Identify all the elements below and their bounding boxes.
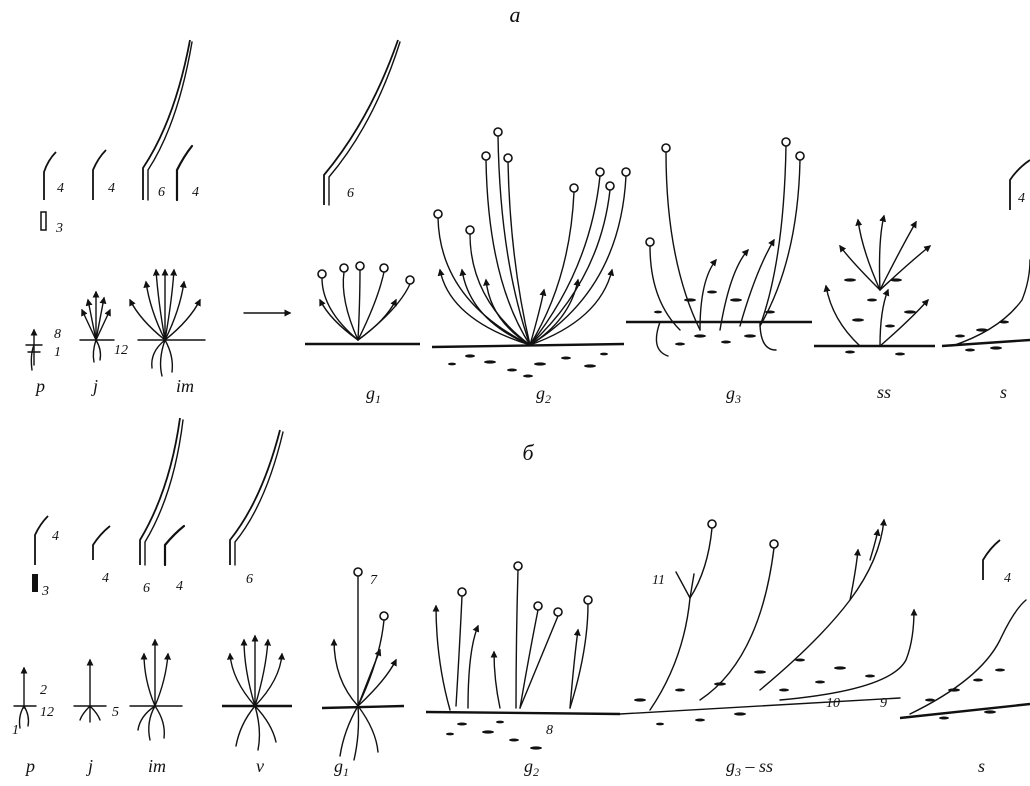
label-number: 12 — [114, 343, 128, 358]
plant-s — [900, 600, 1030, 720]
shoot-sketch: 4 — [165, 526, 184, 594]
shoot-sketch: 4 3 — [41, 152, 64, 236]
shoot-sketch: 6 — [324, 40, 400, 205]
stage-label: im — [148, 756, 166, 776]
shoot-sketch: 4 — [177, 146, 199, 200]
label-number: 3 — [55, 221, 63, 236]
label-number: 4 — [1018, 191, 1025, 206]
label-number: 4 — [102, 571, 109, 586]
plant-g1 — [305, 262, 420, 344]
plant-im — [130, 640, 182, 740]
label-number: 8 — [546, 723, 553, 738]
plant-g1: 7 — [322, 568, 404, 760]
label-number: 8 — [54, 327, 61, 342]
panel-a: а 4 3 4 6 4 — [26, 2, 1030, 406]
label-number: 1 — [12, 723, 19, 738]
label-number: 12 — [40, 705, 54, 720]
plant-v — [222, 636, 292, 750]
stage-label: g3 – ss — [726, 756, 773, 779]
stage-label: p — [34, 376, 45, 396]
shoot-sketch: 6 — [143, 40, 192, 200]
stage-label: g3 — [726, 383, 741, 406]
stage-label: g1 — [366, 383, 381, 406]
label-number: 10 — [826, 696, 840, 711]
stage-label: j — [91, 376, 98, 396]
stage-label: p — [24, 756, 35, 776]
shoot-sketch: 4 — [1010, 160, 1030, 210]
stage-label: g2 — [524, 756, 539, 779]
label-number: 4 — [108, 181, 115, 196]
label-number: 4 — [176, 579, 183, 594]
plant-g2 — [432, 128, 630, 378]
panel-b-label: б — [522, 440, 534, 465]
label-number: 1 — [54, 345, 61, 360]
shoot-sketch: 4 — [983, 540, 1011, 586]
shoot-sketch: 4 3 — [32, 516, 59, 599]
label-number: 7 — [370, 573, 378, 588]
stage-label: g1 — [334, 756, 349, 779]
label-number: 11 — [652, 573, 665, 588]
shoot-sketch: 6 — [230, 430, 283, 587]
stage-label: g2 — [536, 383, 551, 406]
label-number: 6 — [143, 581, 150, 596]
stage-label: v — [256, 756, 264, 776]
label-number: 3 — [41, 584, 49, 599]
stage-label: s — [978, 756, 985, 776]
plant-j: 12 — [80, 292, 128, 362]
shoot-sketch: 4 — [93, 526, 110, 586]
label-number: 4 — [57, 181, 64, 196]
panel-a-shoot-sketches: 4 3 4 6 4 6 4 — [41, 40, 1030, 236]
label-number: 6 — [158, 185, 165, 200]
panel-a-stage-labels: p j im g1 g2 g3 ss s — [34, 376, 1007, 406]
label-number: 4 — [1004, 571, 1011, 586]
label-number: 6 — [246, 572, 253, 587]
panel-b: б 4 3 4 6 4 — [12, 418, 1030, 779]
panel-a-label: а — [510, 2, 521, 27]
plant-j: 5 — [74, 660, 119, 722]
label-number: 4 — [52, 529, 59, 544]
plant-g3 — [626, 138, 812, 356]
stage-label: j — [86, 756, 93, 776]
plant-ss — [814, 216, 935, 356]
plant-g3-ss: 11 10 9 — [620, 520, 914, 725]
plant-g2: 8 — [426, 562, 620, 750]
label-number: 2 — [40, 683, 47, 698]
label-number: 5 — [112, 705, 119, 720]
stage-label: s — [1000, 382, 1007, 402]
plant-p: 2 12 1 — [12, 668, 54, 738]
plant-s — [942, 260, 1030, 352]
plant-p: 8 1 — [26, 327, 61, 370]
shoot-sketch: 6 — [140, 418, 183, 596]
label-number: 6 — [347, 186, 354, 201]
plant-im — [130, 270, 205, 376]
stage-label: ss — [877, 382, 891, 402]
stage-label: im — [176, 376, 194, 396]
panel-b-stage-labels: p j im v g1 g2 g3 – ss s — [24, 756, 985, 779]
label-number: 4 — [192, 185, 199, 200]
label-number: 9 — [880, 696, 887, 711]
shoot-sketch: 4 — [93, 150, 115, 200]
